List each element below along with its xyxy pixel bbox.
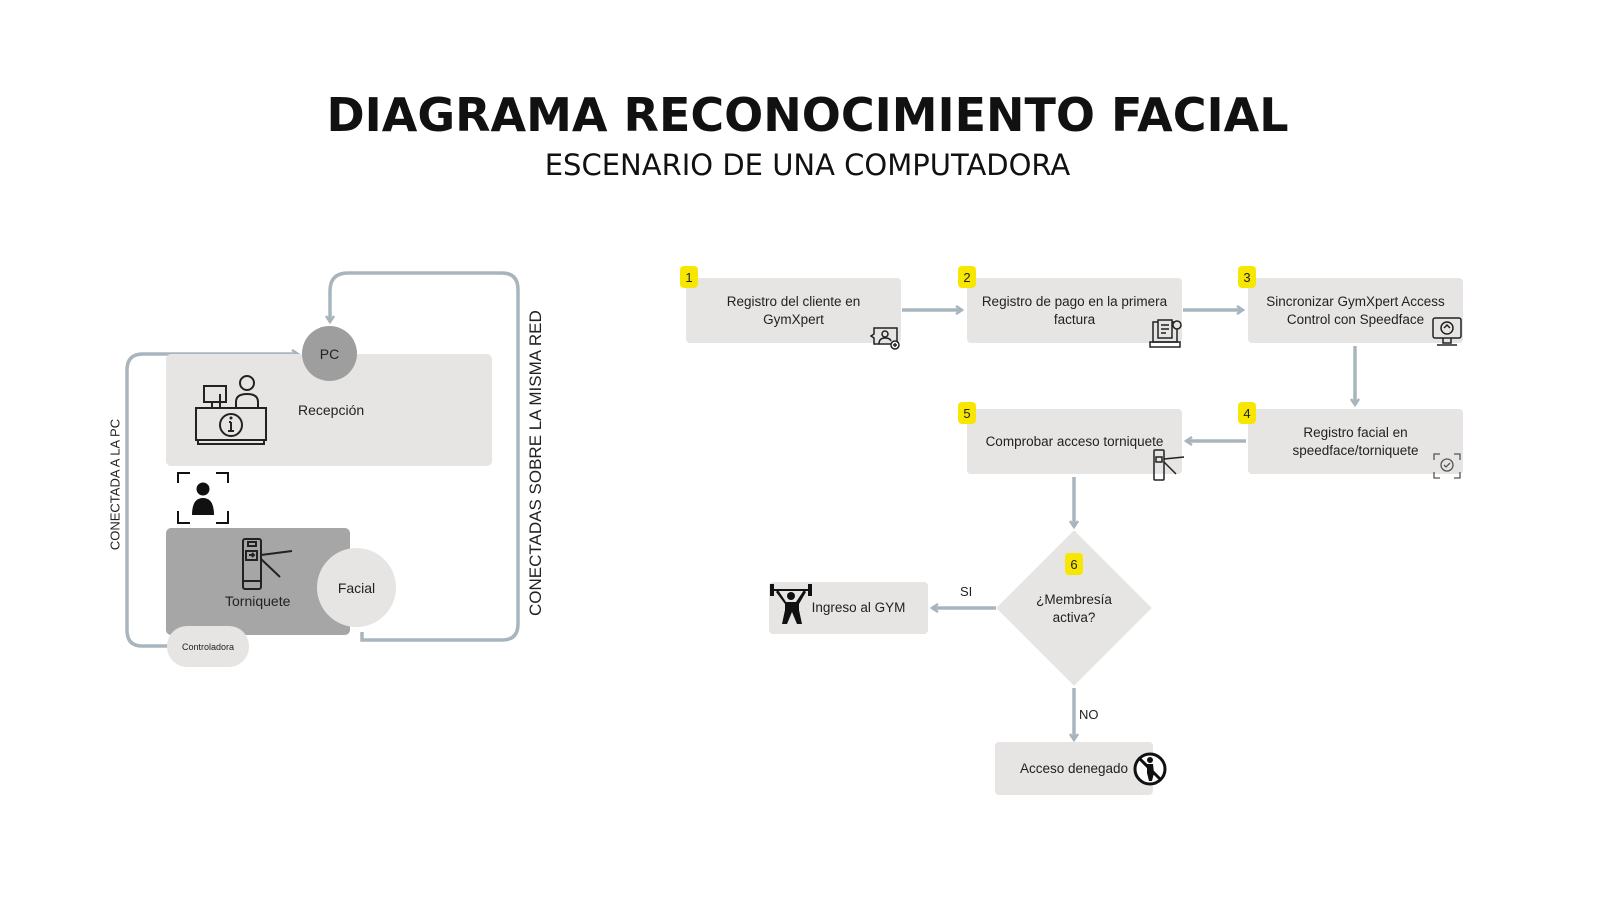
same-network-label: CONECTADAS SOBRE LA MISMA RED [526, 310, 545, 616]
step-2-label: Registro de pago en la primera factura [981, 293, 1168, 327]
connected-to-pc-label: CONECTADA A LA PC [107, 418, 123, 551]
pc-node: PC [302, 326, 357, 381]
decision-label: ¿Membresía activa? [1036, 592, 1112, 625]
step-4-badge: 4 [1238, 402, 1256, 424]
network-connector [330, 271, 520, 642]
access-denied-box: Acceso denegado [995, 742, 1153, 795]
step-1-badge: 1 [680, 266, 698, 288]
user-card-icon [869, 327, 900, 350]
pc-connector [125, 354, 298, 648]
facial-node: Facial [317, 548, 396, 627]
yes-label: SI [960, 584, 973, 599]
step-2-box: Registro de pago en la primera factura [967, 278, 1182, 343]
turnstile-icon [1153, 449, 1185, 481]
no-label: NO [1079, 707, 1099, 722]
face-recognition-icon [177, 472, 229, 524]
gym-entry-label: Ingreso al GYM [811, 600, 906, 615]
step-2-badge: 2 [958, 266, 976, 288]
step-4-label: Registro facial en speedface/torniquete [1292, 424, 1419, 458]
step-1-label: Registro del cliente en GymXpert [726, 293, 861, 327]
reception-label: Recepción [298, 402, 365, 418]
step-3-box: Sincronizar GymXpert Access Control con … [1248, 278, 1463, 343]
controller-node: Controladora [167, 626, 249, 667]
face-scan-icon [1433, 453, 1461, 479]
step-4-box: Registro facial en speedface/torniquete [1248, 409, 1463, 474]
turnstile-label: Torniquete [225, 593, 291, 609]
step-1-box: Registro del cliente en GymXpert [686, 278, 901, 343]
step-3-badge: 3 [1238, 266, 1256, 288]
no-entry-icon [1133, 752, 1167, 786]
page-subtitle: ESCENARIO DE UNA COMPUTADORA [544, 148, 1071, 182]
invoice-laptop-icon [1149, 319, 1182, 348]
page-title: DIAGRAMA RECONOCIMIENTO FACIAL [326, 88, 1289, 142]
step-6-badge: 6 [1065, 553, 1083, 575]
turnstile-icon [242, 538, 293, 590]
step-5-badge: 5 [958, 402, 976, 424]
step-5-label: Comprobar acceso torniquete [985, 433, 1164, 449]
reception-desk-icon [195, 375, 267, 445]
step-3-label: Sincronizar GymXpert Access Control con … [1266, 293, 1445, 327]
weightlifter-icon [770, 584, 812, 624]
access-denied-label: Acceso denegado [1019, 760, 1129, 776]
step-5-box: Comprobar acceso torniquete [967, 409, 1182, 474]
sync-monitor-icon [1432, 317, 1462, 346]
